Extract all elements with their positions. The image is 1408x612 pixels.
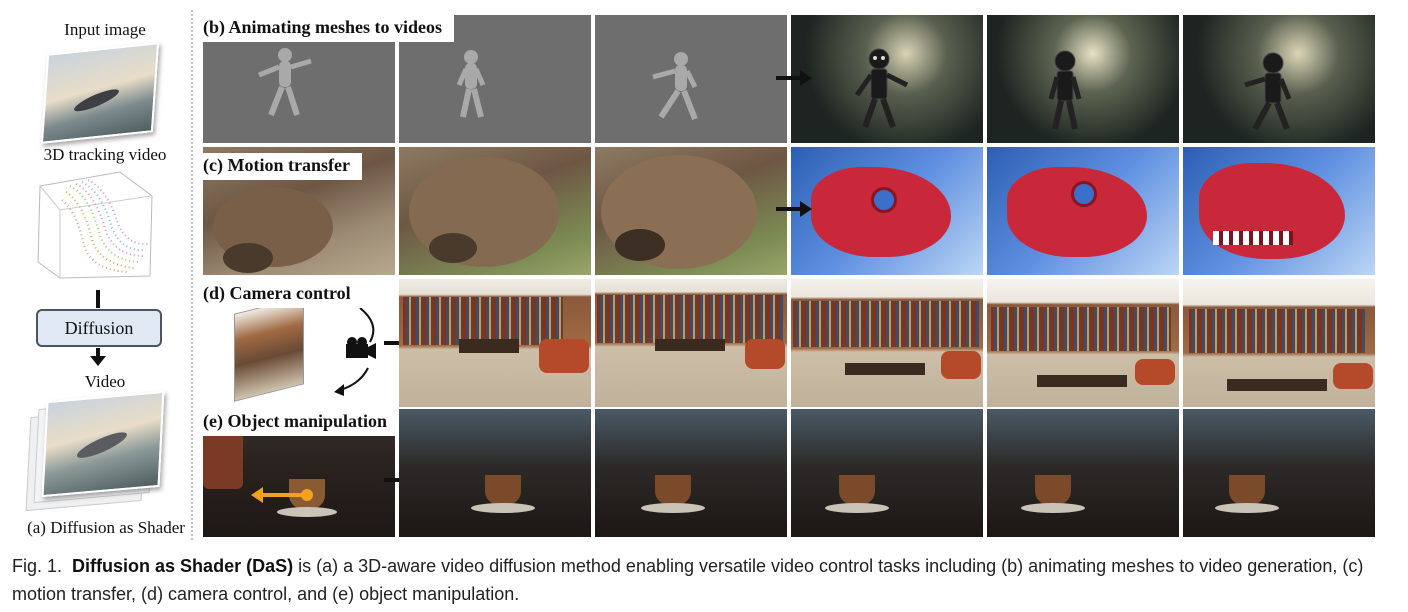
row-label-e: (e) Object manipulation (197, 409, 399, 436)
video-stack (25, 390, 168, 514)
caption-bold: Diffusion as Shader (DaS) (72, 556, 294, 576)
cafe-frame-4 (987, 409, 1179, 537)
input-image-thumbnail (40, 42, 160, 144)
tracking-video-label: 3D tracking video (43, 145, 167, 164)
bear-frame-3 (595, 147, 787, 275)
row-label-d: (d) Camera control (197, 281, 363, 308)
library-frame-2 (595, 279, 787, 407)
library-frame-3 (791, 279, 983, 407)
down-arrow (96, 348, 100, 358)
column-divider (191, 10, 193, 540)
row-label-b: (b) Animating meshes to videos (197, 15, 455, 42)
library-input-thumbnail (234, 296, 304, 402)
robot-frame-3 (1183, 15, 1375, 143)
caption-rest: is (a) a 3D-aware video diffusion method… (12, 556, 1364, 604)
arrow-row-b (776, 70, 812, 86)
camera-trajectory (334, 307, 376, 396)
library-frame-1 (399, 279, 591, 407)
caption-prefix: Fig. 1. (12, 556, 63, 576)
bear-frame-2 (399, 147, 591, 275)
cafe-frame-1 (399, 409, 591, 537)
cafe-frame-2 (595, 409, 787, 537)
library-frame-5 (1183, 279, 1375, 407)
robot-frame-1 (791, 15, 983, 143)
mesh-frame-3 (595, 15, 787, 143)
dragon-frame-2 (987, 147, 1179, 275)
diffusion-as-shader-label: (a) Diffusion as Shader (27, 518, 185, 537)
dragon-frame-1 (791, 147, 983, 275)
robot-frame-2 (987, 15, 1179, 143)
library-frame-4 (987, 279, 1179, 407)
down-arrow-head (90, 356, 106, 366)
cafe-frame-5 (1183, 409, 1375, 537)
connector-line (96, 290, 100, 308)
diffusion-box: Diffusion (36, 309, 162, 347)
arrow-row-c (776, 201, 812, 217)
cafe-frame-3 (791, 409, 983, 537)
row-label-c: (c) Motion transfer (197, 153, 362, 180)
video-label: Video (84, 372, 126, 391)
figure-caption: Fig. 1. Diffusion as Shader (DaS) is (a)… (12, 552, 1402, 608)
dragon-frame-3 (1183, 147, 1375, 275)
input-image-label: Input image (64, 20, 146, 39)
3d-tracking-point-cloud (37, 171, 153, 279)
